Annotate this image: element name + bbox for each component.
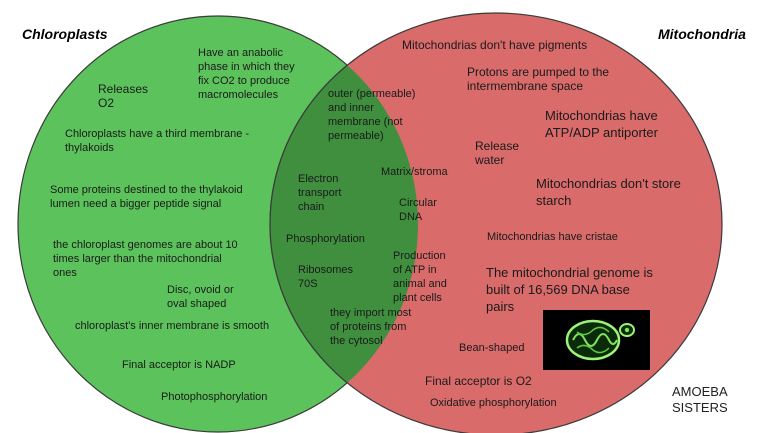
mitochondria-fact: Mitochondrias don't have pigments	[402, 38, 588, 52]
mitochondria-fact: Mitochondrias don't store starch	[536, 176, 681, 208]
chloroplast-fact: Photophosphorylation	[161, 391, 268, 403]
left-title: Chloroplasts	[22, 26, 108, 42]
mitochondrion-image	[543, 310, 650, 370]
credit-text: AMOEBA SISTERS	[672, 384, 728, 415]
shared-fact: they import most of proteins from the cy…	[330, 307, 412, 347]
chloroplast-fact: Disc, ovoid or oval shaped	[167, 284, 234, 310]
chloroplast-fact: Releases O2	[98, 82, 149, 110]
shared-fact: Matrix/stroma	[381, 166, 448, 178]
mitochondria-fact: Release water	[475, 139, 520, 167]
shared-fact: Electron transport chain	[298, 173, 342, 213]
right-title: Mitochondria	[658, 26, 746, 42]
shared-fact: Circular DNA	[399, 197, 437, 223]
mitochondria-fact: Bean-shaped	[459, 342, 525, 354]
mitochondria-fact: Final acceptor is O2	[425, 374, 532, 388]
shared-fact: Ribosomes 70S	[298, 264, 354, 290]
chloroplast-fact: Final acceptor is NADP	[122, 359, 236, 371]
chloroplast-fact: the chloroplast genomes are about 10 tim…	[53, 239, 238, 279]
shared-fact: Phosphorylation	[286, 233, 365, 245]
mitochondria-fact: Protons are pumped to the intermembrane …	[467, 65, 610, 93]
mitochondria-fact: Mitochondrias have ATP/ADP antiporter	[545, 108, 658, 140]
shared-fact: outer (permeable) and inner membrane (no…	[328, 88, 416, 142]
mitochondria-fact: The mitochondrial genome is built of 16,…	[486, 265, 653, 314]
mitochondria-fact: Mitochondrias have cristae	[487, 231, 618, 243]
chloroplast-fact: Have an anabolic phase in which they fix…	[198, 47, 295, 101]
shared-fact: Production of ATP in animal and plant ce…	[393, 250, 447, 304]
overlap-region	[269, 16, 418, 432]
chloroplast-fact: Chloroplasts have a third membrane - thy…	[65, 128, 250, 154]
mitochondria-fact: Oxidative phosphorylation	[430, 397, 557, 409]
chloroplast-fact: Some proteins destined to the thylakoid …	[50, 184, 243, 210]
chloroplast-fact: chloroplast's inner membrane is smooth	[75, 320, 270, 332]
